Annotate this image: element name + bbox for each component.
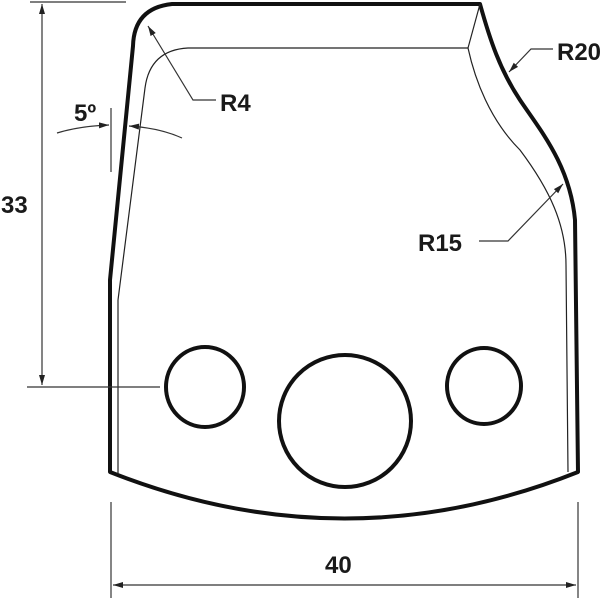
r4-leader xyxy=(147,25,216,101)
bevel-corner xyxy=(467,3,481,49)
left-small-hole xyxy=(164,345,246,429)
r15-leader xyxy=(479,183,564,242)
angle-arc-right xyxy=(128,123,183,139)
bevel-line xyxy=(117,47,569,474)
height-label: 33 xyxy=(1,192,28,219)
r20-leader xyxy=(508,48,553,73)
r4-label: R4 xyxy=(220,90,251,117)
center-large-hole xyxy=(277,353,413,489)
angle-arc-left xyxy=(56,122,110,134)
r15-label: R15 xyxy=(418,230,462,257)
r20-label: R20 xyxy=(557,39,601,66)
right-small-hole xyxy=(445,346,523,426)
angle-label: 5º xyxy=(74,100,96,127)
blade-outline xyxy=(108,2,580,521)
width-label: 40 xyxy=(325,552,352,579)
